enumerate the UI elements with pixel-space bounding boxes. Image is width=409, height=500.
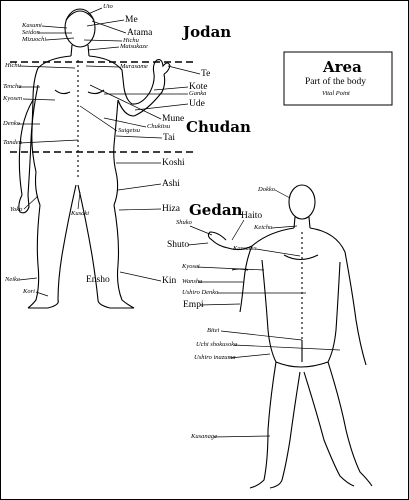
label-tanden: Tanden xyxy=(3,139,22,146)
legend-title: Area xyxy=(322,58,362,76)
label-murasame: Murasame xyxy=(119,63,148,70)
label-keichu: Keichu xyxy=(253,224,273,231)
label-hiza: Hiza xyxy=(162,204,181,214)
zone-gedan: Gedan xyxy=(189,201,243,219)
label-kasumi: Kasumi xyxy=(21,22,42,29)
label-yoko: Yoko xyxy=(10,206,23,213)
label-hichu: Hichu xyxy=(122,37,140,44)
label-kusaki: Kusaki xyxy=(70,210,89,217)
label-shuto: Shuto xyxy=(167,240,189,250)
label-haito: Haito xyxy=(241,211,262,221)
label-chukitsu: Chukitsu xyxy=(147,123,171,130)
zone-jodan: Jodan xyxy=(181,23,231,41)
label-suigetsu: Suigetsu xyxy=(118,127,141,134)
label-kyosen: Kyosen xyxy=(2,95,22,102)
label-ude: Ude xyxy=(189,99,205,109)
label-mune: Mune xyxy=(162,114,184,124)
label-matsukaze: Matsukaze xyxy=(119,43,148,50)
label-kin: Kin xyxy=(162,276,177,286)
label-kori: Kori xyxy=(22,288,35,295)
legend-body-part: Part of the body xyxy=(305,76,366,87)
label-dokko: Dokko xyxy=(257,186,276,193)
label-shuko: Shuko xyxy=(176,219,193,226)
label-ganka: Ganka xyxy=(189,90,206,97)
label-mizuochi: Mizuochi xyxy=(21,36,46,43)
back-labels: Dokko Haito Shuko Keichu Kassatsu Shuto … xyxy=(167,186,341,440)
zone-chudan: Chudan xyxy=(186,118,251,136)
label-ashi: Ashi xyxy=(162,179,180,189)
front-labels: Uto Me Atama Kasumi Seidon Mizuochi Hich… xyxy=(2,3,210,297)
label-ushiro-shokusoku: Uchi shokusoku xyxy=(196,341,238,348)
legend-box: Area Part of the body Vital Point xyxy=(283,51,393,106)
label-tai: Tai xyxy=(163,133,175,143)
legend-vital-point: Vital Point xyxy=(322,90,350,97)
back-figure xyxy=(207,184,373,489)
label-atama: Atama xyxy=(127,28,153,38)
front-figure xyxy=(18,8,171,309)
label-kyosei: Kyosei xyxy=(181,263,200,270)
label-kote: Kote xyxy=(189,82,207,92)
label-kusanage: Kusanage xyxy=(190,433,217,440)
label-bitei: Bitei xyxy=(207,327,219,334)
label-wanshu: Wanshu xyxy=(182,278,203,285)
label-koshi: Koshi xyxy=(162,158,185,168)
label-denko: Denko xyxy=(2,120,21,127)
label-hichu-left: Hichu xyxy=(4,62,22,69)
label-tenchu: Tenchu xyxy=(3,83,22,90)
front-hair xyxy=(65,10,95,21)
label-empi: Empi xyxy=(183,300,204,310)
label-kassatsu: Kassatsu xyxy=(232,245,257,252)
label-uto: Uto xyxy=(103,3,114,10)
label-ushiro-inazuma: Ushiro inazuma xyxy=(194,354,235,361)
label-seidon: Seidon xyxy=(22,29,40,36)
label-neike: Neike xyxy=(4,276,20,283)
label-ensho: Ensho xyxy=(86,275,110,285)
label-me: Me xyxy=(125,15,138,25)
label-ushiro-denko: Ushiro Denko xyxy=(182,289,219,296)
label-te: Te xyxy=(201,69,210,79)
